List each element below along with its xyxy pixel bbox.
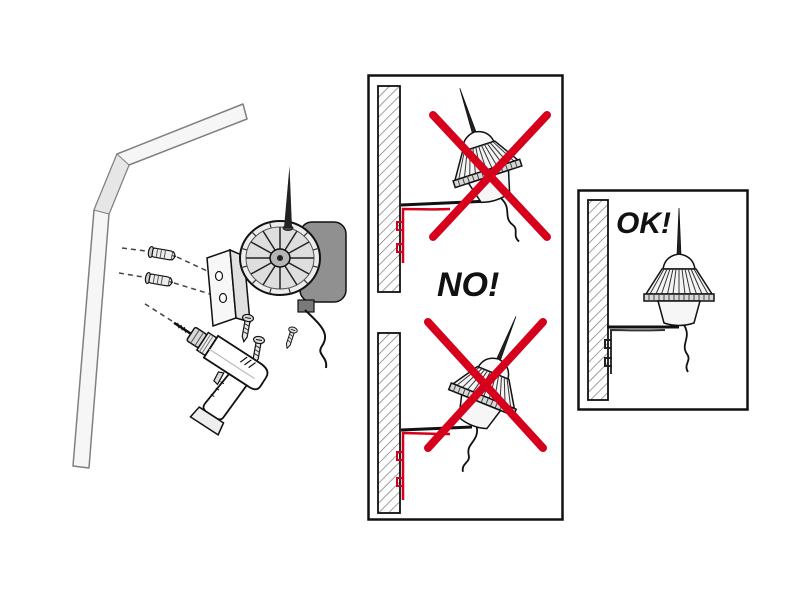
cable-clip <box>396 221 404 253</box>
cable-clip <box>396 451 404 487</box>
hatch-wall-top <box>377 85 401 293</box>
wall-corner <box>72 103 248 469</box>
ok-label: OK! <box>616 207 671 240</box>
spike-device-exploded <box>239 166 347 369</box>
wall-anchor-icon <box>143 245 178 289</box>
hatch-wall-ok <box>587 199 609 401</box>
drill-icon <box>173 321 269 436</box>
red-cross-icon <box>429 111 551 241</box>
wrong-example-tilted-left <box>396 76 551 263</box>
cable-run-wrong <box>401 207 451 263</box>
cable-run-correct <box>610 328 666 374</box>
power-cable <box>304 309 328 369</box>
spike-needle <box>284 166 292 228</box>
no-label: NO! <box>437 266 499 304</box>
left-scene <box>72 103 347 469</box>
wrong-example-tilted-right <box>396 302 550 500</box>
cable-clip <box>604 339 612 367</box>
hatch-wall-bottom <box>377 332 401 514</box>
mount-arm <box>400 425 473 432</box>
red-cross-icon <box>424 318 547 452</box>
no-panel: NO! <box>367 74 564 521</box>
mount-arm <box>400 199 491 207</box>
ok-panel: OK! <box>577 189 749 411</box>
assembly-guide-lines <box>118 247 246 322</box>
correct-example-level <box>604 207 715 374</box>
